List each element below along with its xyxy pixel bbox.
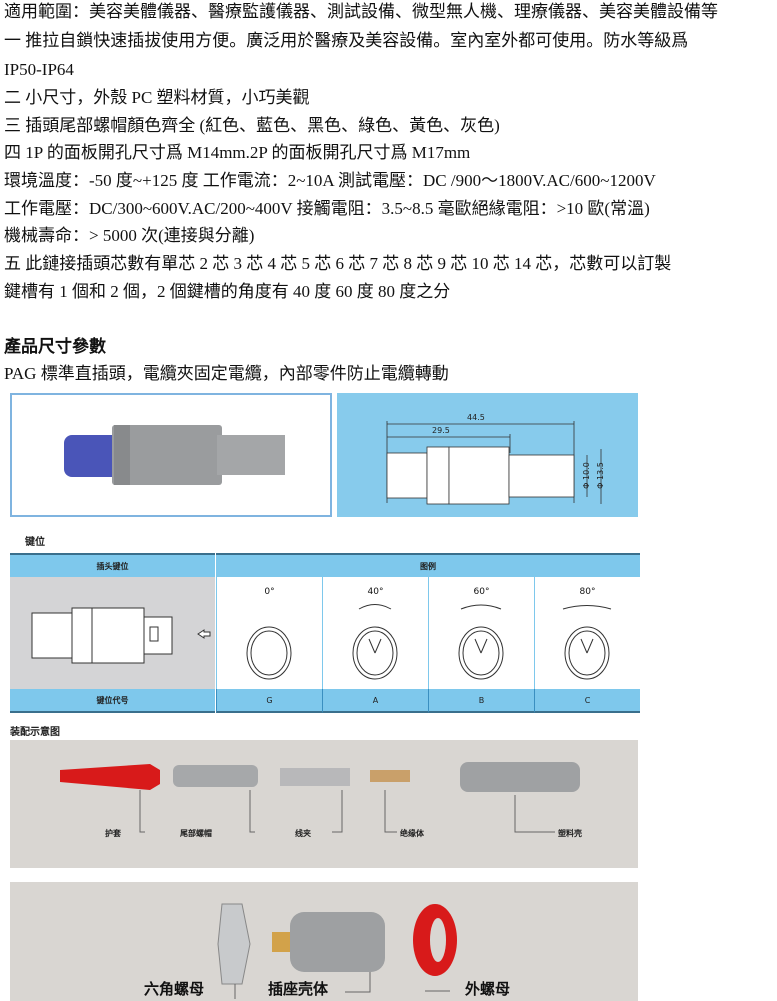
part-label: 护套 — [105, 829, 121, 838]
key-angle: 60° — [473, 587, 490, 597]
key-ring-icon — [352, 604, 398, 680]
key-angle: 80° — [579, 587, 596, 597]
socket-part-label: 六角螺母 — [144, 980, 205, 998]
text-line: 工作電壓：DC/300~600V.AC/200~400V 接觸電阻：3.5~8.… — [4, 199, 650, 218]
key-legend-cell: 0° — [216, 577, 322, 689]
socket-part-label: 插座壳体 — [268, 980, 329, 998]
text-line: 三 插頭尾部螺帽顏色齊全 (紅色、藍色、黑色、綠色、黃色、灰色) — [4, 116, 500, 135]
socket-part-label: 外螺母 — [465, 980, 511, 998]
text-line: 適用範圍：美容美體儀器、醫療監護儀器、測試設備、微型無人機、理療儀器、美容美體設… — [4, 2, 718, 21]
text-line: 環境溫度：-50 度~+125 度 工作電流：2~10A 測試電壓：DC /90… — [4, 171, 656, 190]
part-label: 线夹 — [295, 829, 311, 838]
key-code: B — [428, 689, 534, 713]
dim-d1: Φ 10.0 — [581, 462, 591, 489]
part-label: 尾部螺帽 — [180, 829, 212, 838]
part-label: 绝缘体 — [400, 829, 424, 838]
assembly-panel: 护套 尾部螺帽 线夹 绝缘体 塑料壳 — [10, 740, 638, 868]
key-angle: 40° — [367, 587, 384, 597]
dim-d2: Φ 13.5 — [595, 462, 605, 489]
plug-key-drawing — [10, 577, 215, 689]
product-photo — [10, 393, 332, 517]
plug-parts-illustration — [60, 762, 580, 833]
text-line: 五 此鏈接插頭芯數有單芯 2 芯 3 芯 4 芯 5 芯 6 芯 7 芯 8 芯… — [4, 254, 672, 273]
socket-assembly-panel: 六角螺母 插座壳体 外螺母 — [10, 882, 638, 1001]
key-code: G — [216, 689, 322, 713]
section-subtitle: PAG 標準直插頭，電纜夾固定電纜，內部零件防止電纜轉動 — [4, 364, 449, 383]
part-label: 塑料壳 — [558, 829, 582, 838]
key-ring-icon — [246, 626, 292, 680]
text-line: 一 推拉自鎖快速插拔使用方便。廣泛用於醫療及美容設備。室內室外都可使用。防水等級… — [4, 31, 689, 50]
plug-photo-illustration — [64, 425, 285, 485]
text-line: 四 1P 的面板開孔尺寸爲 M14mm.2P 的面板開孔尺寸爲 M17mm — [4, 143, 471, 162]
keying-title: 键位 — [25, 537, 45, 548]
key-ring-icon — [458, 604, 504, 680]
key-angle: 0° — [264, 587, 275, 597]
key-ring-icon — [562, 605, 612, 680]
text-line: 鍵槽有 1 個和 2 個，2 個鍵槽的角度有 40 度 60 度 80 度之分 — [4, 282, 451, 301]
key-legend-cell: 80° — [534, 577, 640, 689]
key-code: A — [322, 689, 428, 713]
text-line: IP50-IP64 — [4, 60, 74, 79]
keying-table: 插头键位 图例 键位代号 0° G 40° A 60° B 80° C — [10, 553, 640, 713]
socket-parts-illustration — [217, 903, 457, 999]
key-legend-cell: 60° — [428, 577, 534, 689]
text-line: 二 小尺寸，外殼 PC 塑料材質，小巧美觀 — [4, 88, 310, 107]
footer-code-label: 键位代号 — [10, 689, 215, 713]
dimension-drawing: 44.5 29.5 Φ 10.0 Φ 13.5 — [337, 393, 638, 517]
dim-total: 44.5 — [467, 413, 485, 422]
key-code: C — [534, 689, 640, 713]
assembly-title: 装配示意图 — [10, 727, 60, 738]
header-plug: 插头键位 — [10, 553, 215, 577]
dim-partial: 29.5 — [432, 426, 450, 435]
text-line: 機械壽命：> 5000 次(連接與分離) — [4, 226, 255, 245]
key-legend-cell: 40° — [322, 577, 428, 689]
section-title: 產品尺寸參數 — [4, 337, 106, 356]
header-legend: 图例 — [216, 553, 640, 577]
plug-drawing — [386, 421, 602, 505]
